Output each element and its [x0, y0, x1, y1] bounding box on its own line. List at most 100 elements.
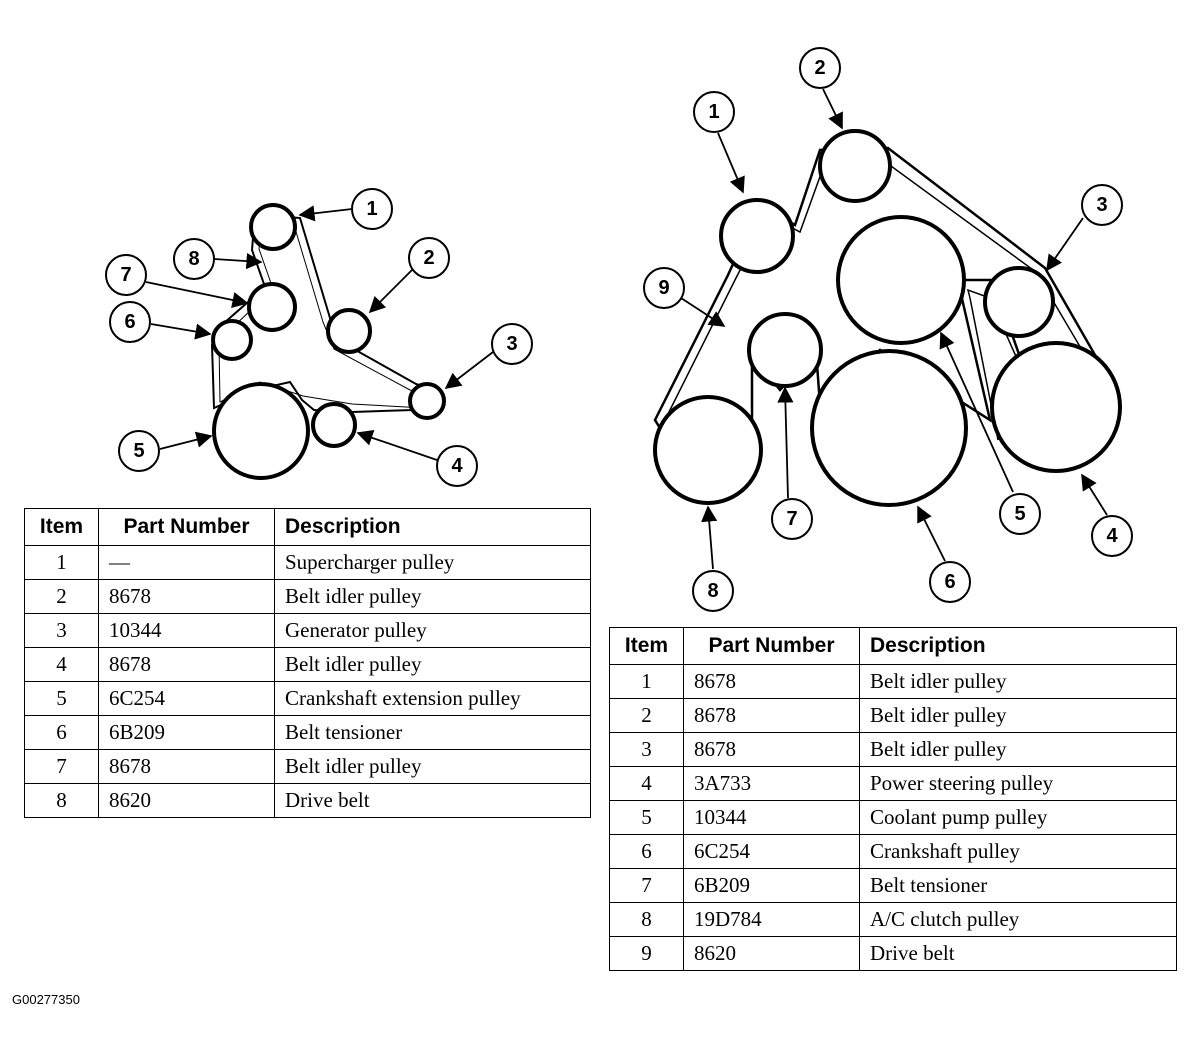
item-cell: 6	[609, 834, 684, 869]
description-cell: Crankshaft extension pulley	[274, 681, 591, 716]
column-header-description: Description	[859, 627, 1177, 665]
svg-text:4: 4	[1106, 525, 1118, 547]
description-cell: Belt idler pulley	[274, 749, 591, 784]
svg-text:7: 7	[786, 508, 797, 530]
svg-text:5: 5	[1014, 503, 1025, 525]
svg-text:8: 8	[188, 248, 199, 270]
table-row: 1—Supercharger pulley	[24, 545, 591, 580]
right-belt-diagram: 1 2 3 4 5 6 7 8 9	[643, 47, 1133, 612]
description-cell: Belt idler pulley	[859, 698, 1177, 733]
description-cell: Belt idler pulley	[859, 732, 1177, 767]
right-callout-7: 7	[771, 498, 813, 540]
part-number-cell: 8678	[98, 579, 275, 614]
power-steering-pulley	[990, 341, 1122, 473]
item-cell: 1	[609, 664, 684, 699]
crankshaft-extension-pulley	[212, 382, 310, 480]
description-cell: Generator pulley	[274, 613, 591, 648]
description-cell: Belt tensioner	[859, 868, 1177, 903]
part-number-cell: 6C254	[98, 681, 275, 716]
svg-text:6: 6	[124, 311, 135, 333]
svg-text:1: 1	[366, 198, 377, 220]
left-parts-table: Item Part Number Description 1—Superchar…	[24, 508, 591, 818]
item-cell: 3	[609, 732, 684, 767]
description-cell: Belt idler pulley	[859, 664, 1177, 699]
right-callout-8: 8	[692, 570, 734, 612]
left-callouts: 1 2 3 4 5 6 7 8	[105, 188, 533, 487]
table-header-row: Item Part Number Description	[24, 508, 591, 546]
belt-idler-pulley-2	[326, 308, 372, 354]
part-number-cell: 8678	[683, 698, 860, 733]
item-cell: 2	[609, 698, 684, 733]
column-header-part-number: Part Number	[98, 508, 275, 546]
svg-text:3: 3	[506, 333, 517, 355]
item-cell: 9	[609, 936, 684, 971]
left-callout-3: 3	[491, 323, 533, 365]
right-callout-2: 2	[799, 47, 841, 89]
svg-text:1: 1	[708, 101, 719, 123]
right-callout-3: 3	[1081, 184, 1123, 226]
part-number-cell: 8678	[683, 664, 860, 699]
right-callout-9: 9	[643, 267, 685, 309]
table-header-row: Item Part Number Description	[609, 627, 1177, 665]
description-cell: Coolant pump pulley	[859, 800, 1177, 835]
item-cell: 7	[609, 868, 684, 903]
column-header-item: Item	[24, 508, 99, 546]
item-cell: 5	[609, 800, 684, 835]
svg-text:6: 6	[944, 571, 955, 593]
description-cell: Supercharger pulley	[274, 545, 591, 580]
right-callout-4: 4	[1091, 515, 1133, 557]
description-cell: A/C clutch pulley	[859, 902, 1177, 937]
left-leader-lines	[145, 205, 494, 461]
part-number-cell: 10344	[683, 800, 860, 835]
svg-text:2: 2	[814, 57, 825, 79]
part-number-cell: 19D784	[683, 902, 860, 937]
description-cell: Drive belt	[859, 936, 1177, 971]
belt-tensioner-r7	[747, 312, 823, 388]
part-number-cell: 8620	[683, 936, 860, 971]
svg-text:4: 4	[451, 455, 463, 477]
item-cell: 5	[24, 681, 99, 716]
left-callout-2: 2	[408, 237, 450, 279]
item-cell: 7	[24, 749, 99, 784]
crankshaft-pulley	[810, 349, 968, 507]
item-cell: 1	[24, 545, 99, 580]
right-callout-5: 5	[999, 493, 1041, 535]
item-cell: 8	[609, 902, 684, 937]
part-number-cell: 10344	[98, 613, 275, 648]
part-number-cell: —	[98, 545, 275, 580]
svg-text:2: 2	[423, 247, 434, 269]
figure-code: G00277350	[12, 992, 80, 1007]
part-number-cell: 6B209	[98, 715, 275, 750]
svg-text:3: 3	[1096, 194, 1107, 216]
belt-idler-pulley-r1	[719, 198, 795, 274]
left-callout-7: 7	[105, 254, 147, 296]
item-cell: 4	[24, 647, 99, 682]
left-callout-8: 8	[173, 238, 215, 280]
item-cell: 2	[24, 579, 99, 614]
item-cell: 6	[24, 715, 99, 750]
part-number-cell: 3A733	[683, 766, 860, 801]
ac-clutch-pulley	[653, 395, 763, 505]
right-callout-1: 1	[693, 91, 735, 133]
part-number-cell: 8620	[98, 783, 275, 818]
description-cell: Power steering pulley	[859, 766, 1177, 801]
item-cell: 3	[24, 613, 99, 648]
column-header-item: Item	[609, 627, 684, 665]
svg-text:7: 7	[120, 264, 131, 286]
description-cell: Drive belt	[274, 783, 591, 818]
belt-tensioner	[211, 319, 253, 361]
svg-text:9: 9	[658, 277, 669, 299]
